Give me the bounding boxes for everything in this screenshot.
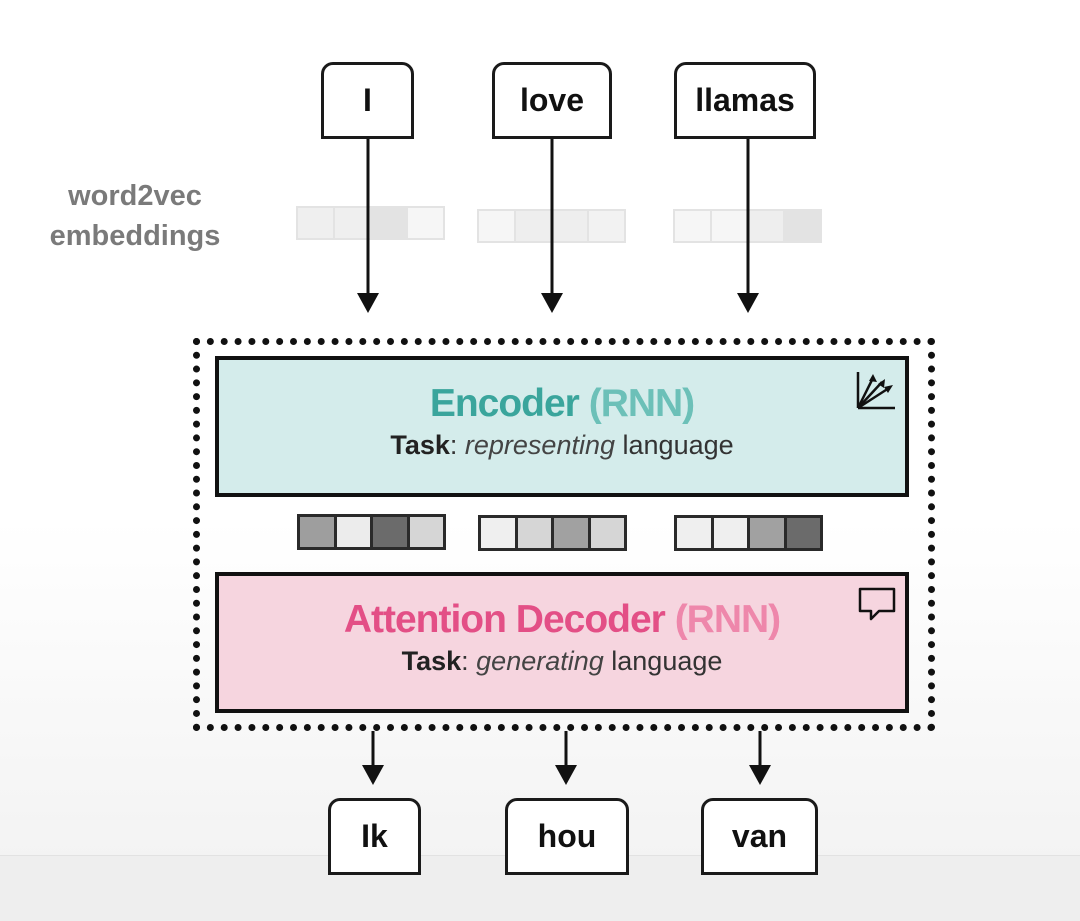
embedding-cell <box>371 208 409 238</box>
output-token-van: van <box>701 798 818 875</box>
context-cell <box>590 518 624 548</box>
output-arrows <box>362 731 771 785</box>
context-vector-2 <box>478 515 627 551</box>
embedding-cell <box>479 211 516 241</box>
encoder-block: Encoder (RNN) Task: representing languag… <box>215 356 909 497</box>
arrow-head <box>749 765 771 785</box>
arrow-head <box>737 293 759 313</box>
decoder-title-suffix: (RNN) <box>674 598 781 641</box>
decoder-task-label: Task <box>401 646 462 676</box>
embedding-vectors-icon <box>856 372 895 410</box>
arrow-head <box>555 765 577 785</box>
context-cell <box>554 518 591 548</box>
output-token-ik: Ik <box>328 798 421 875</box>
context-cell <box>373 517 410 547</box>
decoder-title: Attention Decoder (RNN) <box>219 598 905 642</box>
encoder-task-label: Task <box>390 430 450 460</box>
embedding-cell <box>408 208 443 238</box>
decoder-task-emph: generating <box>476 646 604 676</box>
context-cell <box>786 518 820 548</box>
encoder-task-rest: language <box>622 430 734 460</box>
embedding-cell <box>589 211 624 241</box>
encoder-decoder-wrapper <box>193 338 935 731</box>
decoder-title-text: Attention Decoder <box>343 598 666 641</box>
context-cell <box>677 518 714 548</box>
word2vec-label: word2vec embeddings <box>30 176 240 256</box>
decoder-task-colon: : <box>461 646 469 676</box>
decoder-block: Attention Decoder (RNN) Task: generating… <box>215 572 909 713</box>
embedding-cell <box>675 211 712 241</box>
encoder-task-colon: : <box>449 430 458 460</box>
input-token-llamas: llamas <box>674 62 816 139</box>
encoder-title-suffix: (RNN) <box>588 382 695 425</box>
encoder-task: Task: representing language <box>219 430 905 461</box>
encoder-title-text: Encoder <box>429 382 580 425</box>
context-cell <box>336 517 373 547</box>
arrow-head <box>362 765 384 785</box>
context-vector-1 <box>297 514 446 550</box>
output-token-hou: hou <box>505 798 629 875</box>
context-cell <box>300 517 337 547</box>
context-cell <box>713 518 750 548</box>
input-token-love: love <box>492 62 612 139</box>
context-cell <box>750 518 787 548</box>
encoder-title: Encoder (RNN) <box>219 382 905 426</box>
embedding-cell <box>334 208 372 238</box>
decoder-task-rest: language <box>611 646 723 676</box>
encoder-task-emph: representing <box>464 430 616 460</box>
context-cell <box>481 518 518 548</box>
context-cell <box>409 517 443 547</box>
input-arrows <box>357 139 759 313</box>
arrow-head <box>357 293 379 313</box>
context-vector-3 <box>674 515 823 551</box>
embedding-cell <box>785 211 820 241</box>
embedding-cell <box>748 211 786 241</box>
embedding-vector-1 <box>296 206 445 240</box>
input-token-i: I <box>321 62 414 139</box>
arrow-head <box>541 293 563 313</box>
context-cell <box>517 518 554 548</box>
embedding-cell <box>298 208 335 238</box>
embedding-cell <box>552 211 590 241</box>
speech-bubble-icon <box>858 587 896 621</box>
decoder-task: Task: generating language <box>219 646 905 677</box>
word2vec-label-line1: word2vec <box>68 180 202 212</box>
word2vec-label-line2: embeddings <box>49 220 221 252</box>
